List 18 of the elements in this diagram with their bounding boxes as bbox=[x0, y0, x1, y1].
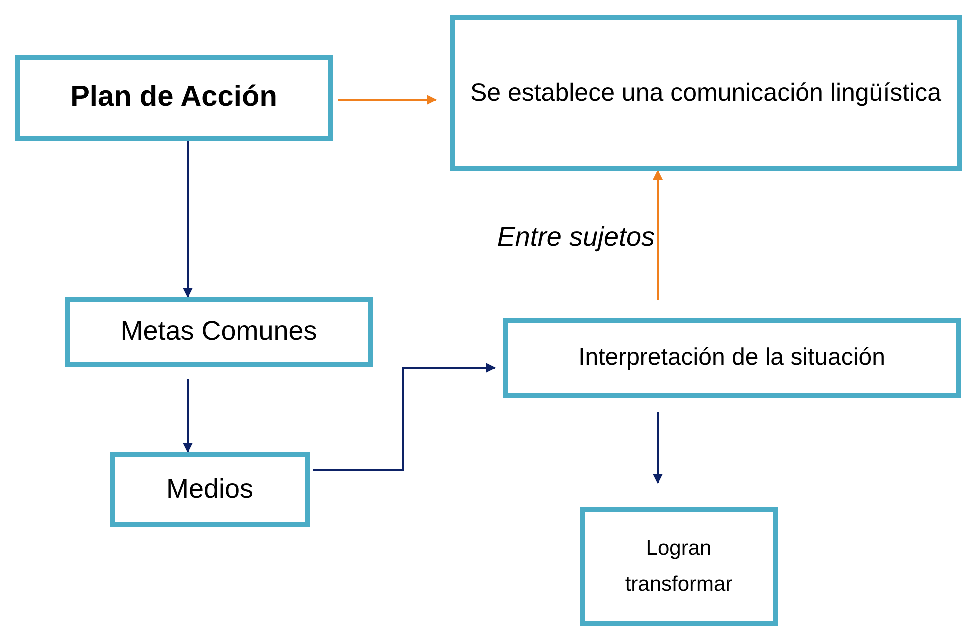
arrow bbox=[653, 170, 663, 300]
arrow bbox=[183, 379, 193, 453]
box-text: Se establece una comunicación lingüística bbox=[470, 78, 942, 109]
arrow bbox=[653, 412, 663, 484]
process-box bbox=[503, 318, 961, 398]
box-text: Plan de Acción bbox=[70, 80, 278, 116]
arrow bbox=[183, 141, 193, 298]
arrow bbox=[338, 95, 437, 105]
process-box bbox=[580, 507, 778, 626]
process-box bbox=[15, 55, 333, 141]
process-box bbox=[110, 452, 310, 527]
box-text: Logran transformar bbox=[624, 536, 734, 598]
process-box bbox=[450, 15, 962, 171]
process-box bbox=[65, 297, 373, 367]
arrow bbox=[313, 363, 496, 471]
box-text: Metas Comunes bbox=[120, 315, 318, 348]
box-text: Medios bbox=[166, 472, 254, 506]
box-text: Interpretación de la situación bbox=[578, 342, 886, 373]
